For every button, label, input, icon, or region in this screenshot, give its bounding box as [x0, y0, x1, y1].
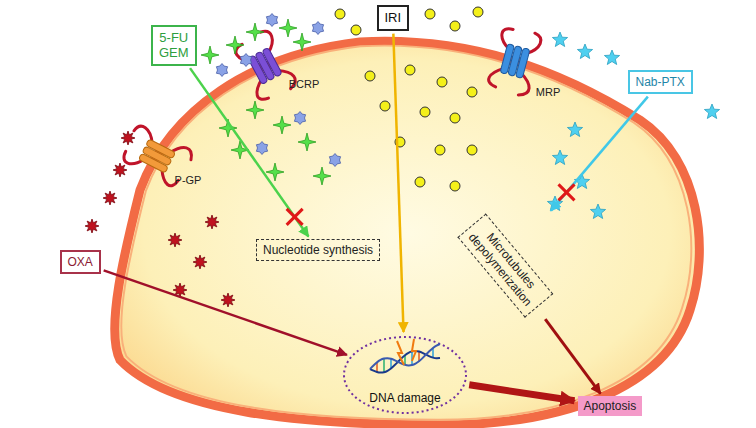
drug-box: 5-FU GEM [151, 25, 197, 66]
fluorouracil-molecule [256, 142, 267, 155]
transporter-label: BCRP [289, 78, 320, 90]
cell-membrane [115, 41, 700, 425]
irinotecan-molecule [473, 7, 483, 17]
irinotecan-molecule [437, 77, 447, 87]
gemcitabine-molecule [313, 167, 331, 185]
fluorouracil-molecule [294, 112, 305, 125]
irinotecan-molecule [450, 181, 460, 191]
node-text: DNA damage [342, 391, 468, 405]
paclitaxel-molecule [704, 104, 719, 119]
drug-box: OXA [60, 250, 101, 274]
irinotecan-molecule [450, 113, 460, 123]
gemcitabine-molecule [279, 19, 297, 37]
irinotecan-molecule [335, 9, 345, 19]
dna-strand [370, 344, 440, 369]
oxaliplatin-molecule [193, 255, 207, 269]
oxaliplatin-molecule [205, 215, 219, 229]
fluorouracil-molecule [312, 22, 323, 35]
paclitaxel-molecule [552, 150, 567, 165]
gemcitabine-molecule [226, 36, 244, 54]
node-text: Apoptosis [584, 399, 637, 413]
process-box: Nucleotide synthesis [256, 239, 380, 261]
oxaliplatin-molecule [168, 233, 182, 247]
paclitaxel-molecule [552, 32, 567, 47]
irinotecan-molecule [380, 101, 390, 111]
transporter-label: MRP [536, 86, 560, 98]
transporter-helix [515, 48, 530, 79]
block-stroke [558, 184, 574, 200]
paclitaxel-molecule [590, 204, 605, 219]
gemcitabine-molecule [273, 116, 291, 134]
paclitaxel-molecule [604, 50, 619, 65]
dna-rung [383, 358, 385, 372]
irinotecan-molecule [467, 145, 477, 155]
oxaliplatin-molecule [221, 293, 235, 307]
gemcitabine-molecule [246, 101, 264, 119]
connector-arrow [104, 270, 347, 354]
node-text: Nucleotide synthesis [263, 243, 373, 257]
irinotecan-molecule [405, 65, 415, 75]
fluorouracil-molecule [329, 154, 340, 167]
dna-strand [370, 351, 440, 373]
oxaliplatin-molecule [121, 131, 135, 145]
irinotecan-molecule [420, 107, 430, 117]
connector-arrow [551, 97, 648, 211]
irinotecan-molecule [415, 177, 425, 187]
transporter-protein [487, 25, 544, 98]
block-cross [287, 209, 303, 225]
oxaliplatin-molecule [103, 191, 117, 205]
transporter-protein [232, 28, 299, 104]
block-stroke [287, 209, 303, 225]
paclitaxel-molecule [567, 122, 582, 137]
irinotecan-molecule [467, 87, 477, 97]
gemcitabine-molecule [201, 46, 219, 64]
connector-arrow [545, 319, 600, 393]
transporter-label: P-GP [175, 174, 202, 186]
gemcitabine-molecule [298, 133, 316, 151]
irinotecan-molecule [435, 145, 445, 155]
transporter-helix [262, 47, 282, 77]
fluorouracil-molecule [240, 54, 251, 67]
connector-arrow [469, 385, 574, 401]
node-text: Nab-PTX [636, 75, 685, 89]
drug-box: IRI [377, 5, 410, 31]
oxaliplatin-molecule [113, 163, 127, 177]
node-text: IRI [385, 10, 402, 26]
connector-arrow [393, 34, 403, 332]
dna-ellipse: DNA damage [342, 335, 468, 415]
fluorouracil-molecule [216, 64, 227, 77]
connector-arrow [190, 68, 308, 236]
block-cross [558, 184, 574, 200]
irinotecan-molecule [351, 25, 361, 35]
paclitaxel-molecule [577, 44, 592, 59]
irinotecan-molecule [365, 71, 375, 81]
block-stroke [558, 184, 574, 200]
oxaliplatin-molecule [85, 219, 99, 233]
transporter-loop [133, 124, 158, 144]
gemcitabine-molecule [246, 23, 264, 41]
outcome-box: Apoptosis [578, 396, 643, 416]
irinotecan-molecule [425, 9, 435, 19]
transporter-helix [146, 139, 176, 159]
fluorouracil-molecule [266, 14, 277, 27]
damage-spark [397, 339, 416, 365]
irinotecan-molecule [450, 21, 460, 31]
node-text: 5-FU GEM [159, 30, 189, 61]
block-stroke [287, 209, 303, 225]
gemcitabine-molecule [293, 33, 311, 51]
drug-box: Nab-PTX [628, 70, 693, 94]
cell-membrane-inner [121, 46, 691, 420]
node-text: OXA [68, 255, 93, 269]
